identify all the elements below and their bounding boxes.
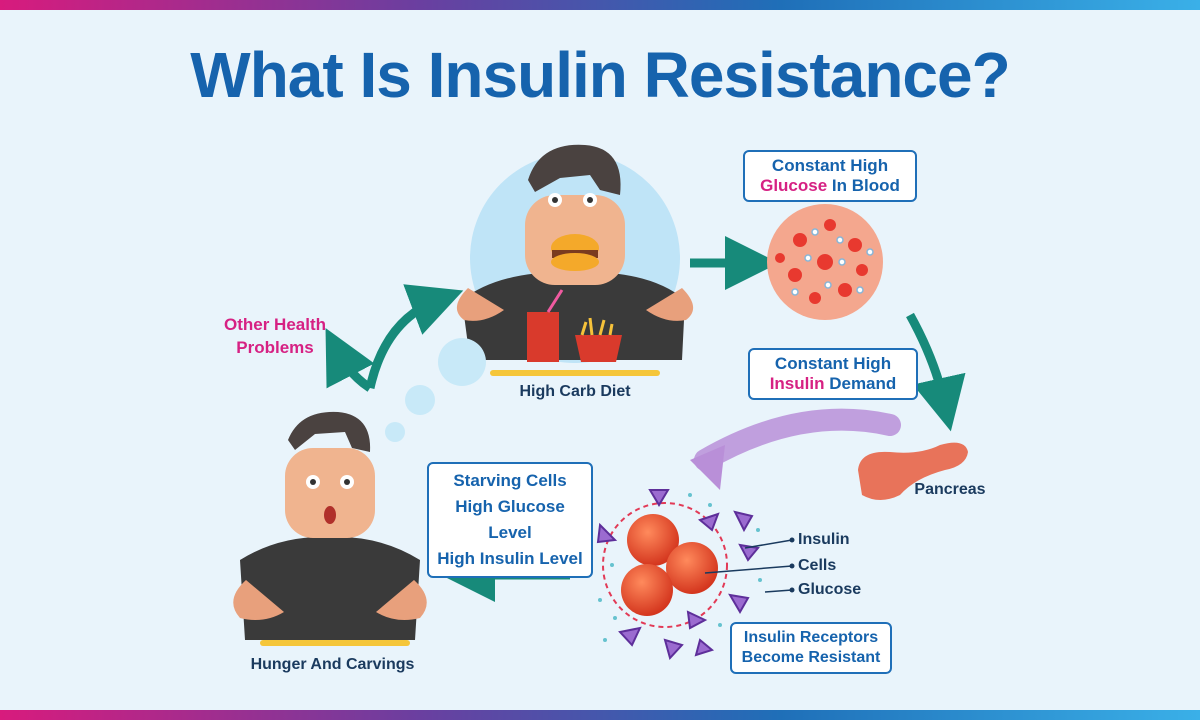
bottom-color-stripe — [0, 710, 1200, 720]
starving-line-2: High Glucose Level — [455, 497, 565, 542]
insulin-box-line1: Constant High — [774, 354, 892, 373]
thought-bubbles — [385, 338, 486, 442]
receptors-box: Insulin Receptors Become Resistant — [730, 622, 892, 674]
insulin-box-rest: Demand — [824, 374, 897, 393]
insulin-highlight: Insulin — [769, 374, 825, 393]
arrow-to-other-health — [325, 328, 375, 392]
legend-insulin: Insulin — [798, 531, 850, 548]
label-pancreas: Pancreas — [914, 481, 986, 498]
other-health-line-1: Other Health — [223, 315, 327, 334]
starving-line-1: Starving Cells — [453, 471, 567, 490]
pancreas-illustration — [858, 442, 968, 500]
glucose-box-line2: Glucose In Blood — [753, 176, 907, 196]
glucose-highlight: Glucose — [760, 176, 828, 195]
top-color-stripe — [0, 0, 1200, 10]
glucose-box: Constant High Glucose In Blood — [743, 150, 917, 202]
insulin-demand-box: Constant High Insulin Demand — [748, 348, 918, 400]
page-title: What Is Insulin Resistance? — [190, 39, 1010, 111]
cells-illustration — [596, 489, 795, 660]
glucose-box-line1: Constant High — [771, 156, 889, 175]
receptors-line-2: Become Resistant — [741, 649, 881, 666]
legend-glucose: Glucose — [798, 581, 862, 598]
legend-cells: Cells — [798, 557, 837, 574]
label-other-health: Other Health Problems — [205, 313, 345, 359]
receptors-line-1: Insulin Receptors — [743, 629, 879, 646]
hungry-man-illustration — [233, 411, 427, 646]
label-hunger: Hunger And Carvings — [250, 656, 415, 673]
blood-glucose-illustration — [767, 204, 883, 320]
arrow-pancreas-to-cells — [694, 408, 901, 471]
insulin-box-line2: Insulin Demand — [758, 374, 908, 394]
starving-line-3: High Insulin Level — [437, 549, 583, 568]
man-eating-illustration — [456, 144, 694, 376]
starving-cells-box: Starving Cells High Glucose Level High I… — [427, 462, 593, 578]
label-high-carb-diet: High Carb Diet — [519, 383, 631, 400]
other-health-line-2: Problems — [236, 338, 314, 357]
arrow-hunger-to-diet — [365, 284, 464, 389]
glucose-box-rest: In Blood — [827, 176, 900, 195]
arrow-glucose-to-pancreas — [906, 312, 966, 432]
